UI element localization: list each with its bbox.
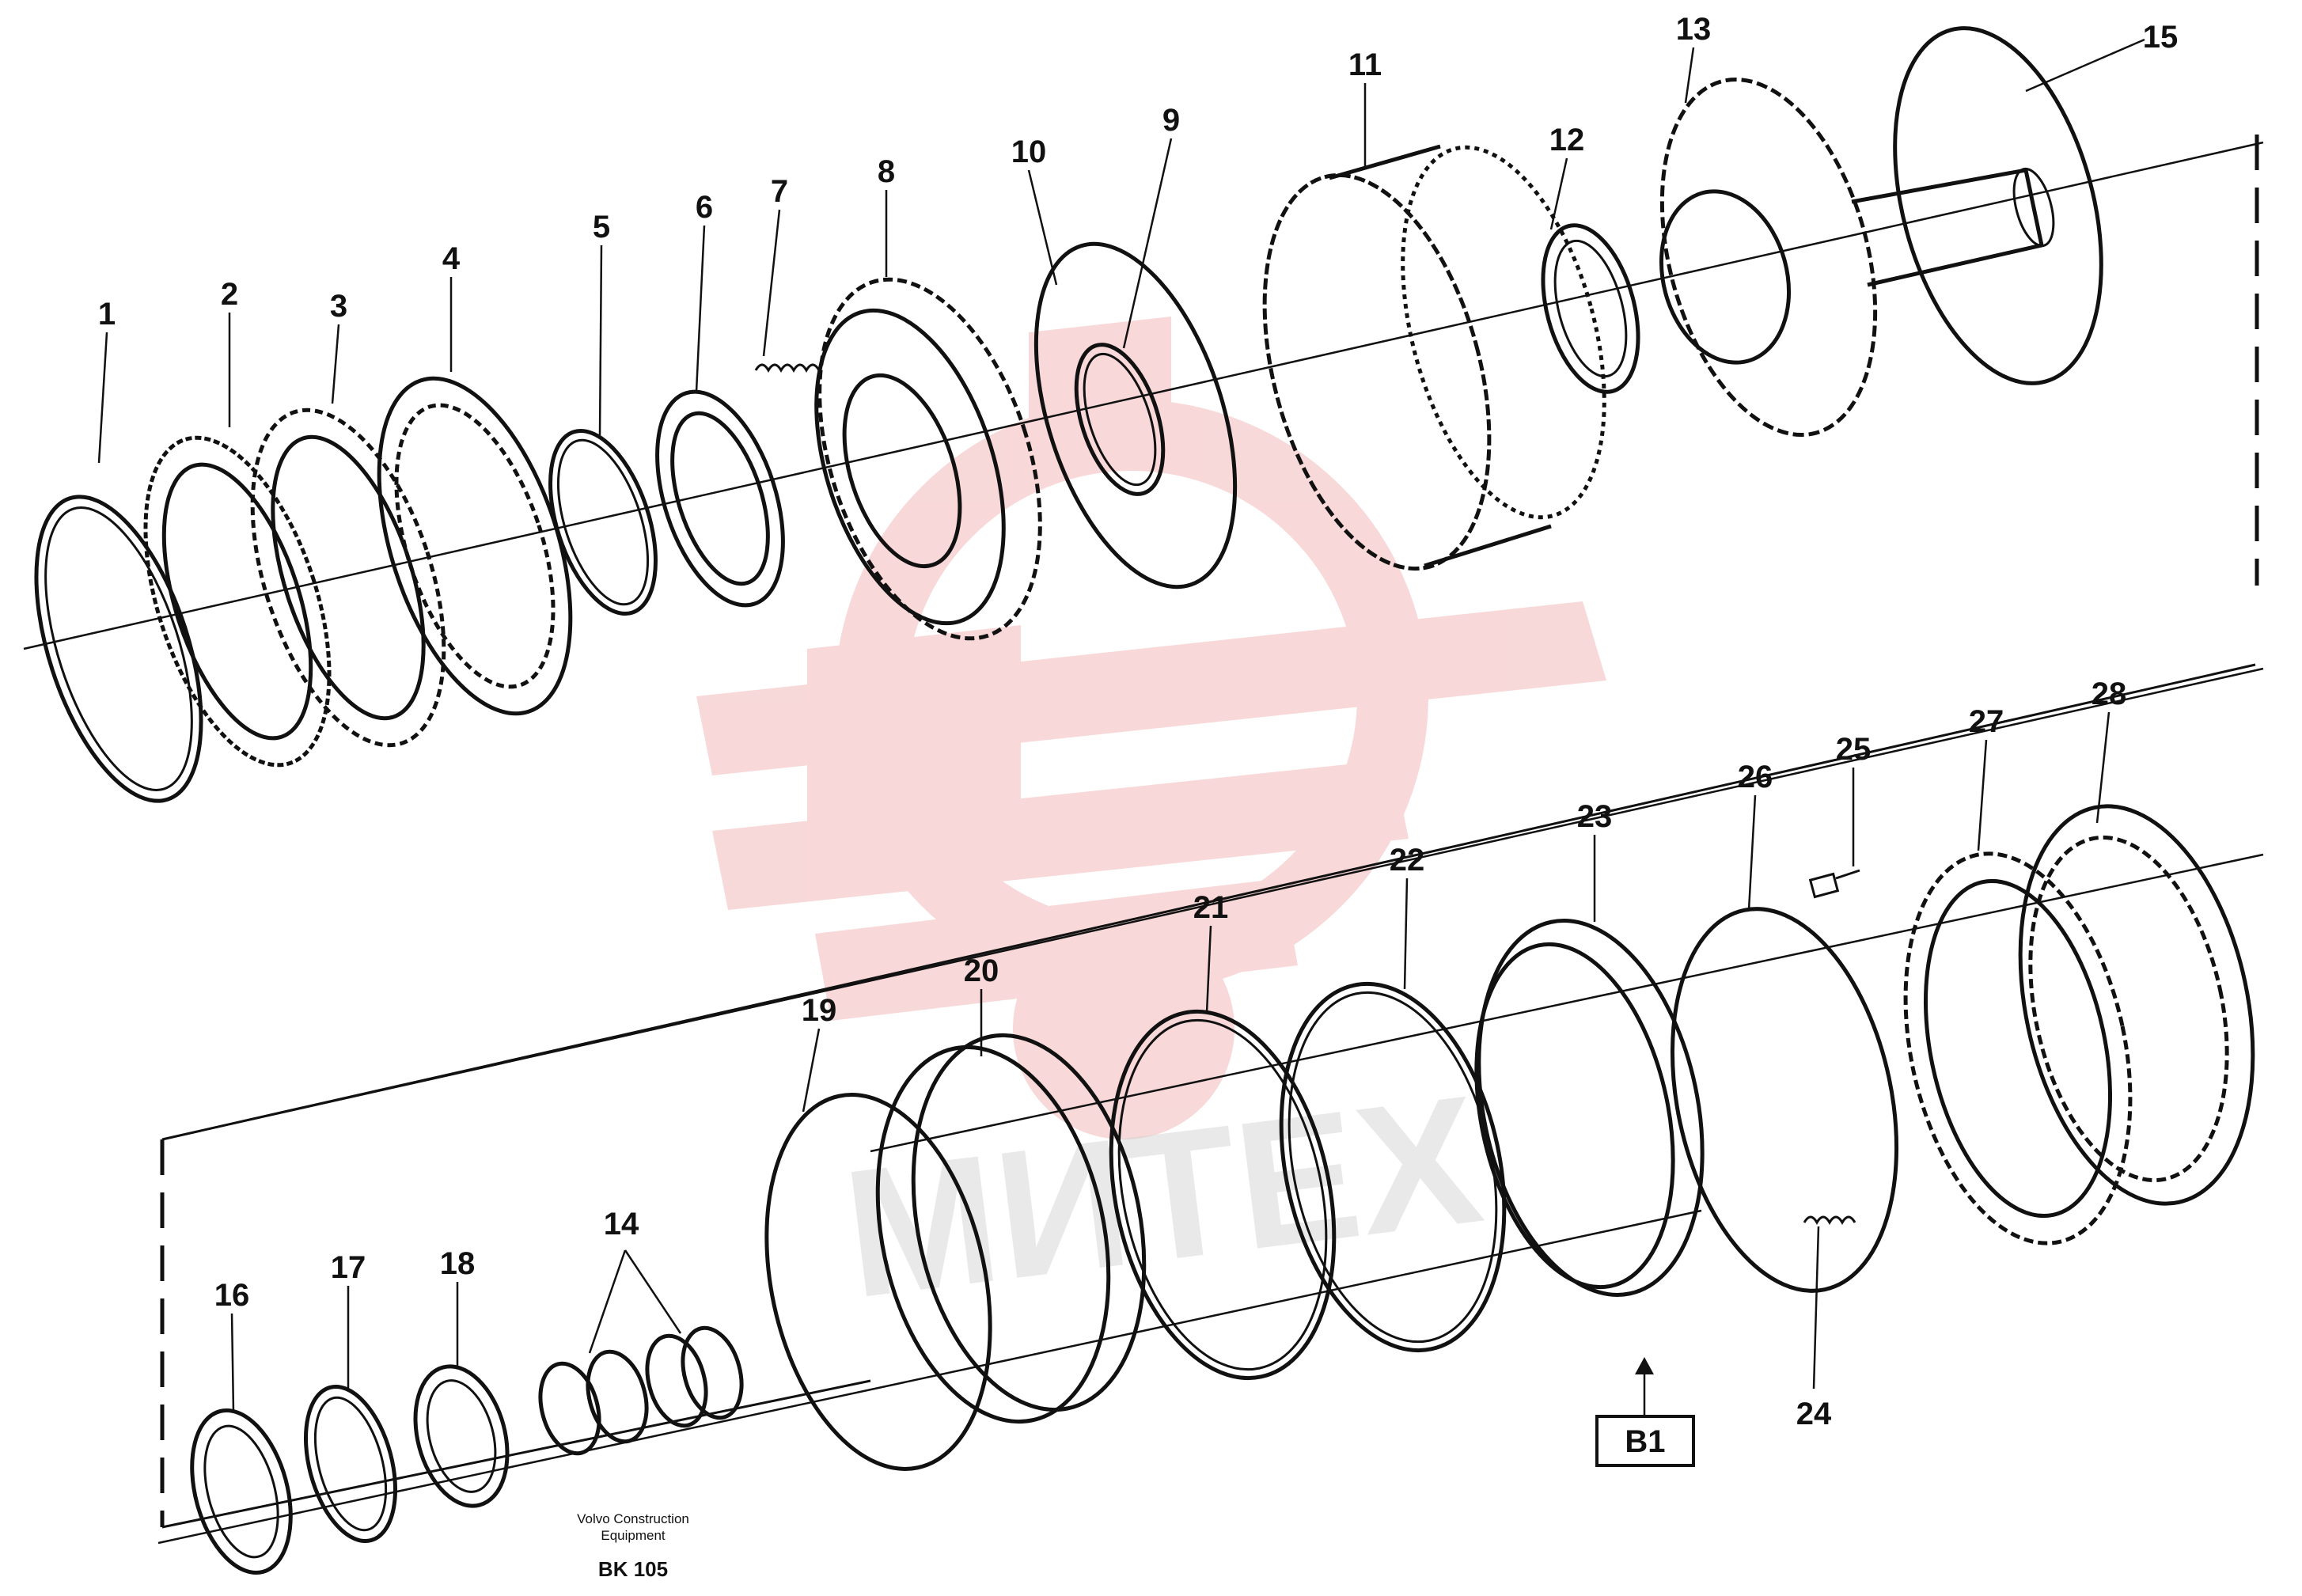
callout-numbers: 1 2 3 4 5 6 7 8 9 10 11 12 13 14 15 16 1… [98,12,2178,1431]
callout-4: 4 [442,241,461,276]
part-17-ring [303,1384,398,1544]
part-6-spring-plate [655,389,785,608]
part-20-piston-housing [875,1033,1147,1424]
caption-line-2: Equipment [601,1528,666,1543]
callout-27: 27 [1969,704,2004,739]
callout-2: 2 [221,277,238,312]
caption: Volvo Construction Equipment BK 105 [577,1511,689,1581]
part-8-piston-gear [814,277,1042,641]
callout-13: 13 [1676,12,1712,47]
callout-5: 5 [593,210,610,245]
part-5-seal-ring [548,428,658,616]
part-11-drum [1262,144,1606,571]
reference-box: B1 [1595,1415,1695,1467]
callout-26: 26 [1738,760,1773,794]
part-7-spring [754,363,821,373]
part-19-snap-ring [764,1093,992,1471]
callout-23: 23 [1577,799,1613,834]
callout-7: 7 [771,174,788,209]
callout-16: 16 [214,1278,250,1313]
callout-17: 17 [331,1250,366,1285]
callout-8: 8 [878,154,895,189]
callout-12: 12 [1549,123,1585,157]
callout-28: 28 [2092,677,2127,711]
caption-code: BK 105 [598,1557,668,1581]
callout-22: 22 [1390,843,1425,878]
callout-11: 11 [1348,47,1382,82]
leader-lines [97,38,2145,1416]
part-16-seal [190,1408,293,1575]
reference-label: B1 [1625,1424,1665,1459]
part-23-piston [1474,919,1705,1297]
part-13-gear-shaft [1659,77,2055,438]
part-21-seal-ring [1109,1009,1337,1381]
part-18-bearing [413,1364,510,1508]
callout-19: 19 [802,993,837,1028]
callout-10: 10 [1011,135,1047,169]
callout-24: 24 [1796,1397,1832,1431]
callout-18: 18 [440,1246,476,1281]
part-28-friction-disc [2018,804,2255,1206]
callout-15: 15 [2143,20,2179,55]
caption-line-1: Volvo Construction [577,1511,689,1526]
part-1-snap-ring [34,495,203,803]
watermark-logo [696,317,1606,1139]
part-27-gear-plate [1903,851,2133,1245]
part-10-disc [1033,241,1238,589]
part-3-gear-plate [250,408,446,748]
callout-9: 9 [1162,103,1180,138]
callout-1: 1 [98,297,116,332]
part-25-screw [1808,869,1860,899]
callout-20: 20 [964,953,999,988]
part-15-circlip [1893,26,2103,385]
part-24-spring [1803,1215,1856,1226]
part-2-friction-plate [143,435,332,768]
callout-21: 21 [1193,890,1229,925]
callout-14: 14 [604,1207,639,1242]
part-12-bearing [1541,223,1640,394]
part-26-spring-retainer [1670,907,1899,1293]
callout-6: 6 [696,190,713,225]
part-9-seal [1074,343,1166,496]
part-14-bushings [538,1325,744,1456]
callout-3: 3 [330,289,347,324]
callout-25: 25 [1836,732,1872,767]
